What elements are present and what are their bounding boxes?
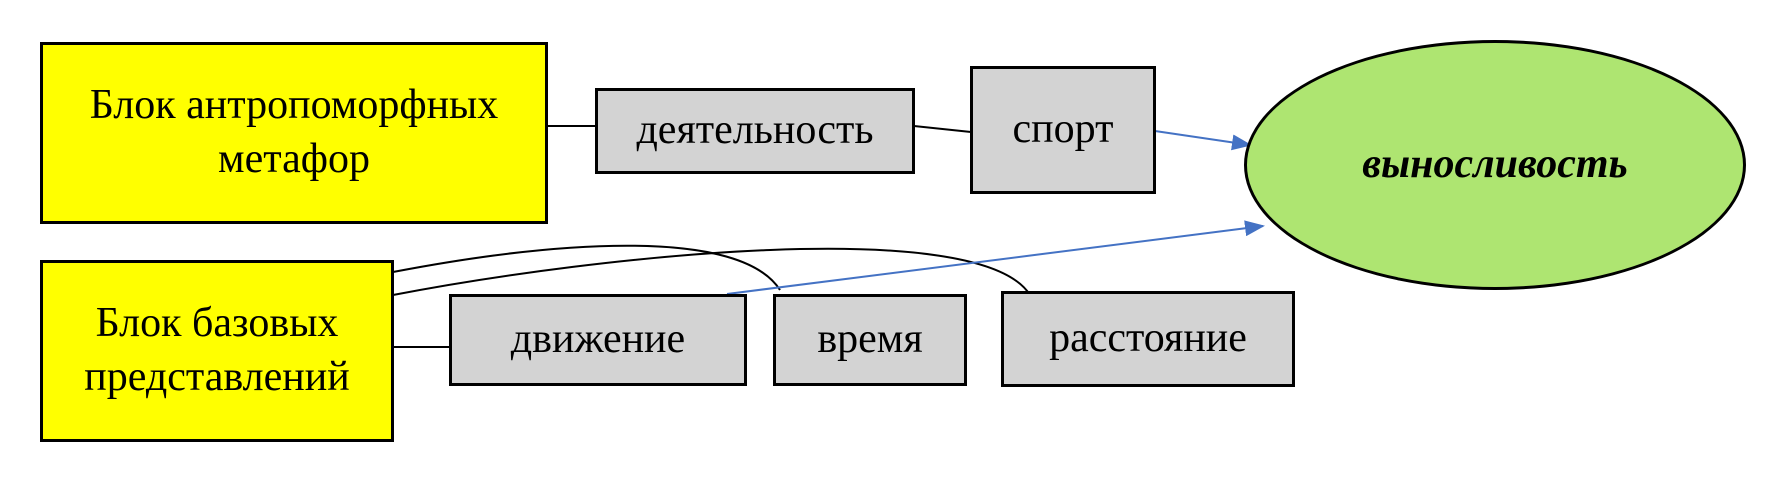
- basic-block-label: Блок базовых представлений: [84, 300, 350, 400]
- distance-box: расстояние: [1001, 291, 1295, 387]
- movement-label: движение: [510, 316, 686, 363]
- activity-box: деятельность: [595, 88, 915, 174]
- arrow-sport-endurance: [1154, 130, 1252, 151]
- time-label: время: [817, 316, 923, 363]
- time-box: время: [773, 294, 967, 386]
- distance-label: расстояние: [1049, 315, 1247, 362]
- connector-basic-distance: [392, 247, 1031, 296]
- endurance-ellipse: выносливость: [1244, 40, 1746, 290]
- metaphor-block-label: Блок антропоморфных метафор: [89, 82, 499, 182]
- connector-basic-time: [392, 244, 781, 291]
- metaphor-block: Блок антропоморфных метафор: [40, 42, 548, 224]
- endurance-label: выносливость: [1362, 141, 1628, 188]
- arrow-movement-endurance: [726, 220, 1265, 295]
- connector-activity-sport: [913, 125, 972, 133]
- activity-label: деятельность: [636, 107, 874, 154]
- sport-box: спорт: [970, 66, 1156, 194]
- movement-box: движение: [449, 294, 747, 386]
- sport-label: спорт: [1012, 106, 1114, 153]
- basic-block: Блок базовых представлений: [40, 260, 394, 442]
